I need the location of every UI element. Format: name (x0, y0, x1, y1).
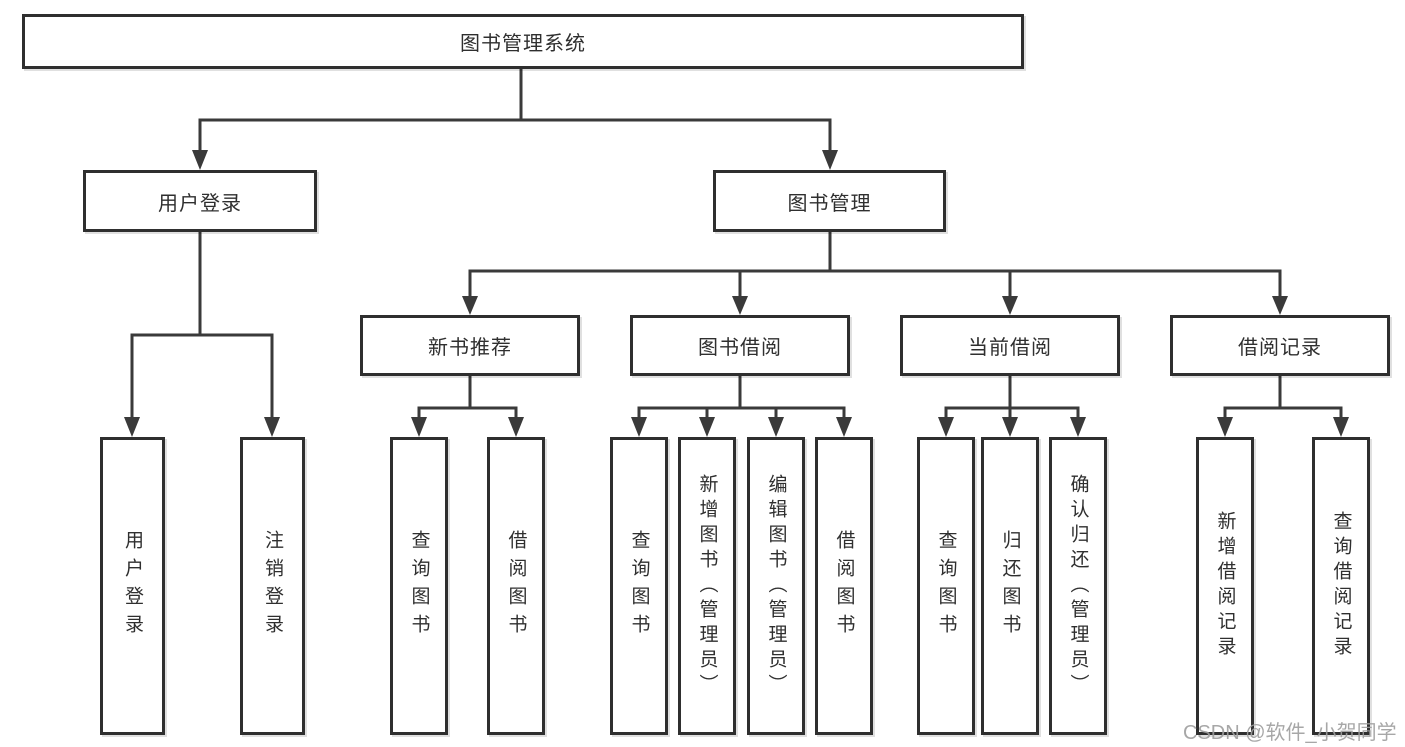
leaf-query-borrow-record: 查询借阅记录 (1312, 437, 1370, 735)
node-book-management: 图书管理 (713, 170, 946, 232)
csdn-watermark: CSDN @软件_小贺同学 (1183, 722, 1397, 744)
node-book-borrow: 图书借阅 (630, 315, 850, 376)
leaf-confirm-return-admin: 确认归还（管理员） (1049, 437, 1107, 735)
leaf-edit-book-admin: 编辑图书（管理员） (747, 437, 805, 735)
node-new-book-recommend: 新书推荐 (360, 315, 580, 376)
node-current-borrow: 当前借阅 (900, 315, 1120, 376)
leaf-return-book: 归还图书 (981, 437, 1039, 735)
leaf-add-borrow-record: 新增借阅记录 (1196, 437, 1254, 735)
node-user-login: 用户登录 (83, 170, 317, 232)
leaf-query-book-current: 查询图书 (917, 437, 975, 735)
leaf-query-book-recommend: 查询图书 (390, 437, 448, 735)
leaf-logout: 注销登录 (240, 437, 305, 735)
leaf-user-login: 用户登录 (100, 437, 165, 735)
node-library-management-system: 图书管理系统 (22, 14, 1024, 69)
leaf-query-book-borrow: 查询图书 (610, 437, 668, 735)
leaf-borrow-book: 借阅图书 (815, 437, 873, 735)
leaf-borrow-book-recommend: 借阅图书 (487, 437, 545, 735)
node-borrow-records: 借阅记录 (1170, 315, 1390, 376)
leaf-add-book-admin: 新增图书（管理员） (678, 437, 736, 735)
